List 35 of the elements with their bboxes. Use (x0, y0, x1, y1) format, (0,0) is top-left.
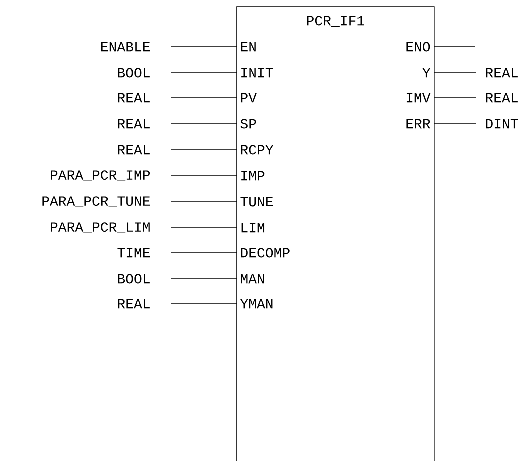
pin-label: IMV (406, 93, 431, 103)
signal-label: REAL (118, 119, 150, 129)
signal-label: REAL (486, 93, 518, 103)
pin-label: IMP (242, 171, 265, 181)
pin-label: ENO (406, 42, 430, 52)
signal-label: TIME (118, 248, 150, 258)
connection-line (434, 46, 476, 48)
pin-label: Y (422, 68, 431, 78)
signal-label: BOOL (118, 68, 150, 78)
pin-label: EN (241, 42, 256, 52)
signal-label: ENABLE (102, 42, 150, 52)
pin-label: PV (241, 93, 257, 103)
connection-line (434, 72, 476, 74)
signal-label: REAL (118, 93, 150, 103)
connection-line (170, 72, 238, 74)
pin-label: MAN (241, 274, 264, 284)
signal-label: DINT (486, 119, 518, 129)
signal-label: REAL (118, 145, 150, 155)
pin-label: INIT (242, 68, 274, 78)
pin-label: YMAN (240, 299, 273, 309)
connection-line (170, 46, 238, 48)
connection-line (170, 278, 238, 280)
signal-label: PARA_PCR_LIM (51, 222, 150, 234)
pin-label: LIM (242, 223, 265, 233)
signal-label: BOOL (118, 274, 150, 284)
signal-label: PARA_PCR_TUNE (42, 196, 150, 208)
pin-label: RCPY (241, 145, 274, 155)
connection-line (170, 252, 238, 254)
signal-label: REAL (486, 68, 518, 78)
pin-label: TUNE (240, 197, 274, 207)
signal-label: REAL (118, 299, 150, 309)
pin-label: ERR (406, 119, 430, 129)
pin-label: DECOMP (241, 248, 290, 258)
signal-label: PARA_PCR_IMP (51, 170, 150, 182)
pin-label: SP (240, 119, 256, 129)
